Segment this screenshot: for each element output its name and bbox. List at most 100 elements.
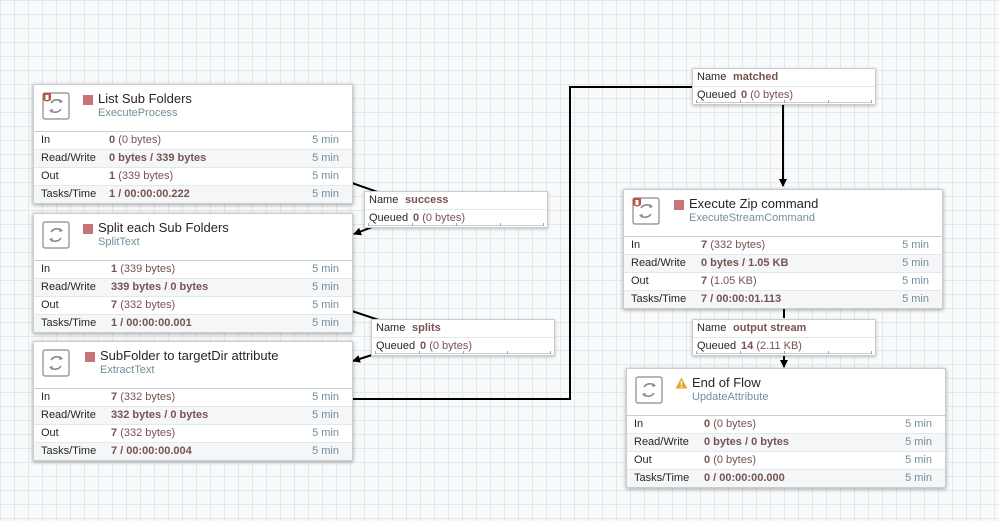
processor-header: List Sub Folders ExecuteProcess	[34, 85, 352, 131]
connection-name-row: Name matched	[693, 69, 875, 86]
stat-value: 0 / 00:00:00.000	[704, 472, 785, 484]
stat-time: 5 min	[312, 152, 339, 164]
stat-extra: (0 bytes)	[118, 134, 161, 146]
queue-progress-bar	[696, 99, 872, 103]
stopped-status-icon[interactable]	[674, 200, 684, 210]
stat-time: 5 min	[312, 281, 339, 293]
stat-time: 5 min	[905, 454, 932, 466]
stopped-status-icon[interactable]	[85, 352, 95, 362]
stat-row-tasks-time: Tasks/Time 7 / 00:00:00.004 5 min	[34, 443, 352, 460]
connection-label-splits[interactable]: Name splits Queued 0 (0 bytes)	[371, 319, 555, 356]
connection-queued-row: Queued 0 (0 bytes)	[372, 337, 554, 355]
processor-name: Split each Sub Folders	[98, 220, 229, 235]
connection-queued-size: (2.11 KB)	[756, 340, 802, 352]
stat-row-read-write: Read/Write 0 bytes / 0 bytes 5 min	[627, 434, 945, 452]
stat-time: 5 min	[312, 409, 339, 421]
connection-queued-size: (0 bytes)	[422, 212, 465, 224]
stat-time: 5 min	[312, 427, 339, 439]
processor-name: SubFolder to targetDir attribute	[100, 348, 279, 363]
stat-row-out: Out 7 (332 bytes) 5 min	[34, 425, 352, 443]
stat-row-in: In 7 (332 bytes) 5 min	[624, 237, 942, 255]
connection-label-output-stream[interactable]: Name output stream Queued 14 (2.11 KB)	[692, 319, 876, 356]
stat-row-out: Out 0 (0 bytes) 5 min	[627, 452, 945, 470]
stat-label: Tasks/Time	[634, 472, 690, 484]
stat-time: 5 min	[312, 299, 339, 311]
stat-label: Tasks/Time	[41, 445, 97, 457]
connection-name-key: Name	[697, 71, 727, 83]
stat-label: Tasks/Time	[41, 188, 97, 200]
stat-label: Out	[634, 454, 652, 466]
connection-queued: 0	[741, 89, 748, 101]
stat-value: 7 / 00:00:00.004	[111, 445, 192, 457]
stat-value: 1 / 00:00:00.001	[111, 317, 192, 329]
stopped-status-icon[interactable]	[83, 95, 93, 105]
processor-list-sub-folders[interactable]: List Sub Folders ExecuteProcess In 0 (0 …	[33, 84, 353, 204]
stat-time: 5 min	[905, 418, 932, 430]
connection-name: success	[405, 194, 449, 206]
stat-time: 5 min	[312, 170, 339, 182]
stat-label: Read/Write	[631, 257, 686, 269]
warning-icon[interactable]	[675, 377, 688, 389]
stat-value: 7	[111, 427, 118, 439]
processor-name: Execute Zip command	[689, 196, 819, 211]
stat-extra: (332 bytes)	[710, 239, 766, 251]
stat-label: In	[41, 134, 51, 146]
processor-split-each-sub-folders[interactable]: Split each Sub Folders SplitText In 1 (3…	[33, 213, 353, 333]
processor-header: End of Flow UpdateAttribute	[627, 369, 945, 415]
stat-row-out: Out 7 (1.05 KB) 5 min	[624, 273, 942, 291]
stat-row-tasks-time: Tasks/Time 1 / 00:00:00.001 5 min	[34, 315, 352, 332]
stat-value: 1	[109, 170, 116, 182]
connection-name-key: Name	[697, 322, 727, 334]
connection-name: matched	[733, 71, 779, 83]
connection-line-splits-end[interactable]	[352, 354, 373, 363]
stat-row-read-write: Read/Write 332 bytes / 0 bytes 5 min	[34, 407, 352, 425]
connection-label-success[interactable]: Name success Queued 0 (0 bytes)	[364, 191, 548, 228]
connection-queued-key: Queued	[376, 340, 416, 352]
stat-value: 7	[701, 275, 708, 287]
connection-line-matched[interactable]	[352, 86, 694, 400]
stat-value: 7 / 00:00:01.113	[701, 293, 782, 305]
stopped-status-icon[interactable]	[83, 224, 93, 234]
stat-row-read-write: Read/Write 0 bytes / 1.05 KB 5 min	[624, 255, 942, 273]
connection-name-key: Name	[369, 194, 399, 206]
processor-icon	[42, 221, 70, 249]
connection-queued: 0	[420, 340, 427, 352]
stat-time: 5 min	[312, 134, 339, 146]
processor-icon	[42, 349, 70, 377]
stat-value: 0	[704, 454, 711, 466]
connection-name-row: Name success	[365, 192, 547, 209]
stat-extra: (1.05 KB)	[710, 275, 757, 287]
processor-execute-zip-command[interactable]: Execute Zip command ExecuteStreamCommand…	[623, 189, 943, 309]
connection-label-matched[interactable]: Name matched Queued 0 (0 bytes)	[692, 68, 876, 105]
processor-type: SplitText	[98, 236, 140, 248]
stat-extra: (332 bytes)	[120, 427, 176, 439]
stat-extra: (332 bytes)	[120, 299, 176, 311]
stat-label: Out	[41, 170, 59, 182]
stat-value: 1 / 00:00:00.222	[109, 188, 190, 200]
processor-stats: In 0 (0 bytes) 5 min Read/Write 0 bytes …	[627, 415, 945, 487]
processor-header: Execute Zip command ExecuteStreamCommand	[624, 190, 942, 236]
connection-name: output stream	[733, 322, 807, 334]
stat-time: 5 min	[905, 472, 932, 484]
processor-subfolder-to-targetdir[interactable]: SubFolder to targetDir attribute Extract…	[33, 341, 353, 461]
processor-type: ExecuteProcess	[98, 107, 178, 119]
processor-header: Split each Sub Folders SplitText	[34, 214, 352, 260]
stat-label: Out	[41, 427, 59, 439]
connection-name: splits	[412, 322, 441, 334]
stat-label: In	[631, 239, 641, 251]
stat-time: 5 min	[312, 188, 339, 200]
queue-progress-bar	[368, 222, 544, 226]
processor-stats: In 0 (0 bytes) 5 min Read/Write 0 bytes …	[34, 131, 352, 203]
stat-label: Read/Write	[41, 152, 96, 164]
processor-end-of-flow[interactable]: End of Flow UpdateAttribute In 0 (0 byte…	[626, 368, 946, 488]
stat-row-read-write: Read/Write 339 bytes / 0 bytes 5 min	[34, 279, 352, 297]
connection-queued-size: (0 bytes)	[750, 89, 793, 101]
stat-value: 332 bytes / 0 bytes	[111, 409, 209, 421]
connection-queued-key: Queued	[369, 212, 409, 224]
processor-header: SubFolder to targetDir attribute Extract…	[34, 342, 352, 388]
connection-queued-key: Queued	[697, 89, 737, 101]
stat-value: 0 bytes / 1.05 KB	[701, 257, 789, 269]
stat-time: 5 min	[312, 317, 339, 329]
stat-extra: (0 bytes)	[713, 418, 756, 430]
